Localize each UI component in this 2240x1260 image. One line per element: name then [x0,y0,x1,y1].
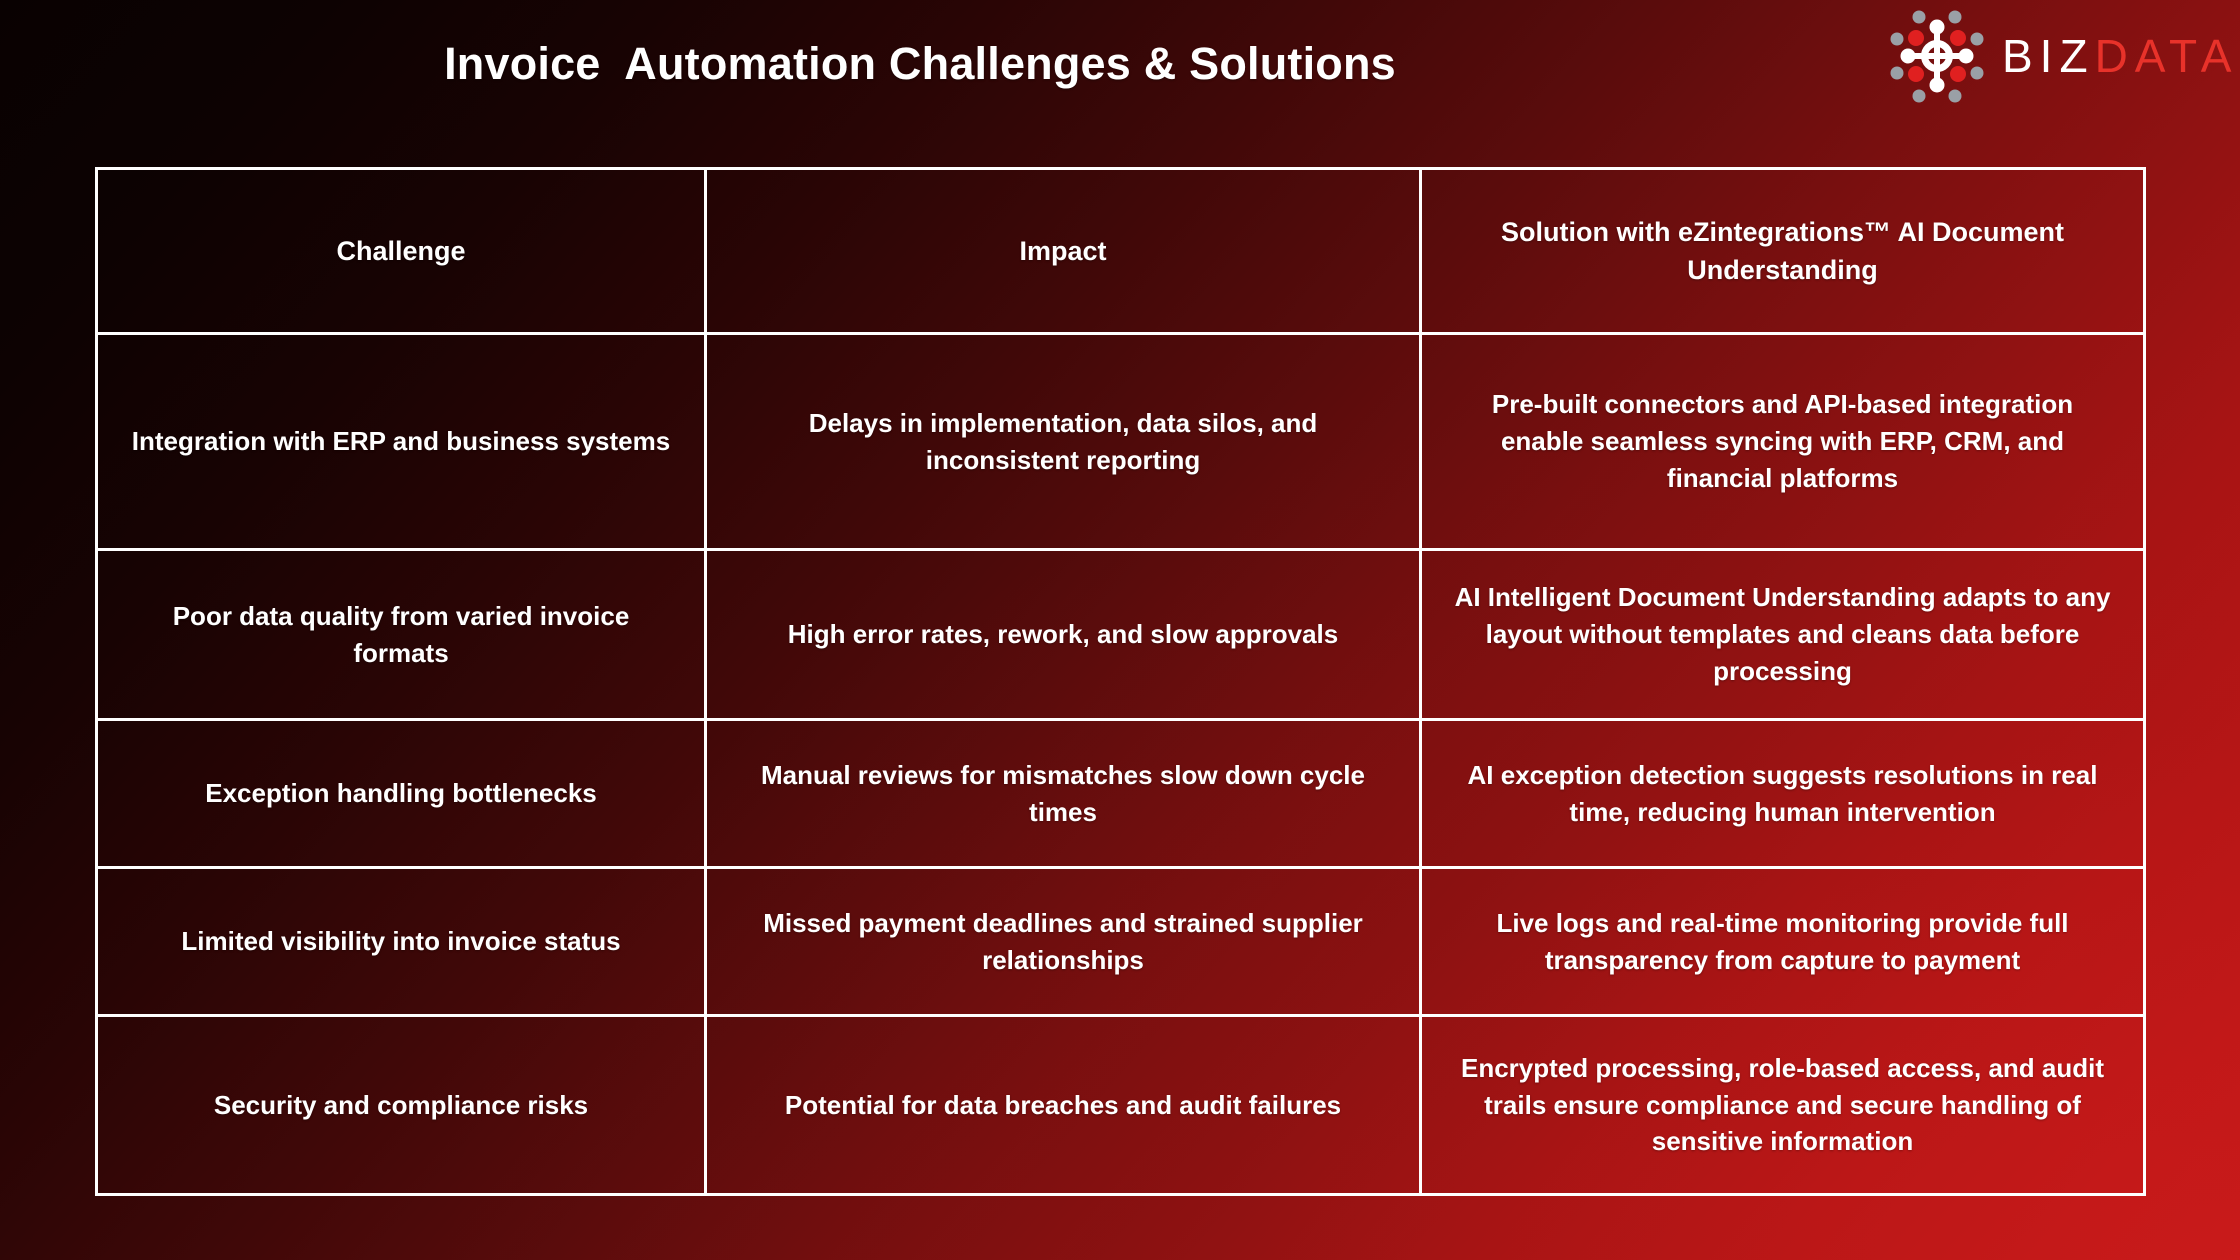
table-header-row: Challenge Impact Solution with eZintegra… [98,170,2143,335]
cell-solution: Live logs and real-time monitoring provi… [1496,907,2069,975]
cell-challenge: Limited visibility into invoice status [98,869,707,1014]
cell-challenge: Exception handling bottlenecks [98,721,707,866]
brand-logo: BIZDATA [1886,6,2231,106]
cell-solution: Encrypted processing, role-based access,… [1461,1052,2104,1157]
cell-challenge: Poor data quality from varied invoice fo… [98,551,707,718]
cell-impact: Missed payment deadlines and strained su… [707,869,1422,1014]
cell-challenge: Integration with ERP and business system… [98,335,707,548]
logo-word-biz: BIZ [2002,30,2095,82]
table-row: Security and compliance risks Potential … [98,1017,2143,1193]
cell-impact: Potential for data breaches and audit fa… [707,1017,1422,1193]
cell-solution: AI Intelligent Document Understanding ad… [1454,582,2111,686]
table-row: Poor data quality from varied invoice fo… [98,551,2143,721]
cell-solution: Pre-built connectors and API-based integ… [1491,389,2074,493]
column-header-solution: Solution with eZintegrations™ AI Documen… [1501,216,2064,285]
column-header-impact: Impact [707,170,1422,332]
biz-data-network-node-icon [1890,10,1984,103]
cell-solution: AI exception detection suggests resoluti… [1467,759,2098,827]
logo-word-data: DATA [2094,30,2239,82]
page-title: Invoice Automation Challenges & Solution… [444,38,1396,89]
table-row: Limited visibility into invoice status M… [98,869,2143,1017]
column-header-challenge: Challenge [98,170,707,332]
table-row: Exception handling bottlenecks Manual re… [98,721,2143,869]
cell-impact: Delays in implementation, data silos, an… [707,335,1422,548]
cell-impact: High error rates, rework, and slow appro… [707,551,1422,718]
cell-impact: Manual reviews for mismatches slow down … [707,721,1422,866]
challenges-solutions-table: Challenge Impact Solution with eZintegra… [95,167,2146,1196]
cell-challenge: Security and compliance risks [98,1017,707,1193]
logo-wordmark: BIZDATA [2002,33,2238,79]
table-row: Integration with ERP and business system… [98,335,2143,551]
